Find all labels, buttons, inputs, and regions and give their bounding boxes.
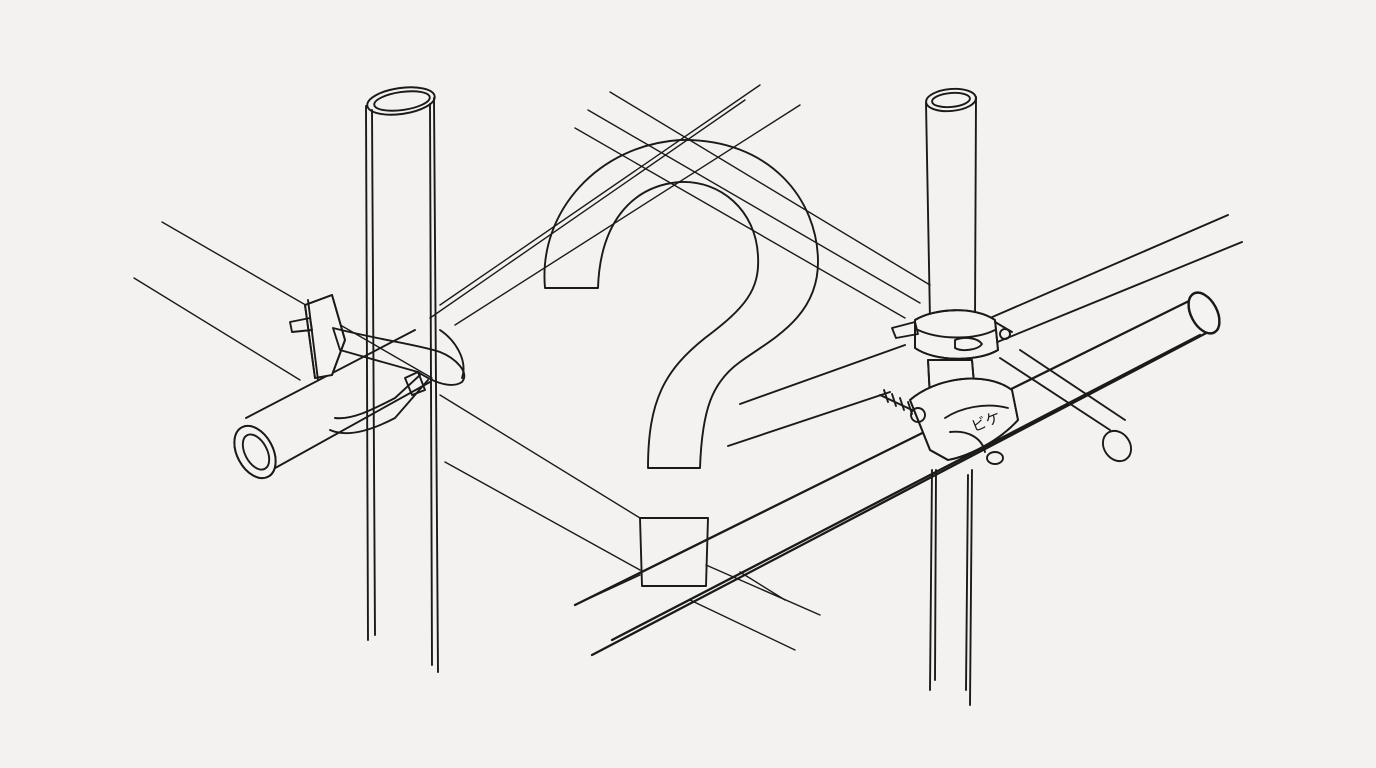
right-front-tube [573, 291, 1221, 657]
right-standard-pole [925, 87, 977, 706]
diagonal-tube-upper-left-a [429, 84, 801, 326]
right-upper-tube-pair [727, 214, 1243, 447]
diagonal-tube-upper-right-a [574, 91, 931, 319]
left-wedge-clamp [289, 294, 465, 435]
right-stub-tube [999, 349, 1133, 463]
left-standard-pole [365, 86, 439, 673]
right-upper-clamp [891, 309, 1013, 360]
question-mark-symbol [543, 139, 819, 587]
long-tube-left-back [133, 221, 641, 571]
right-lower-coupler [879, 359, 1019, 465]
